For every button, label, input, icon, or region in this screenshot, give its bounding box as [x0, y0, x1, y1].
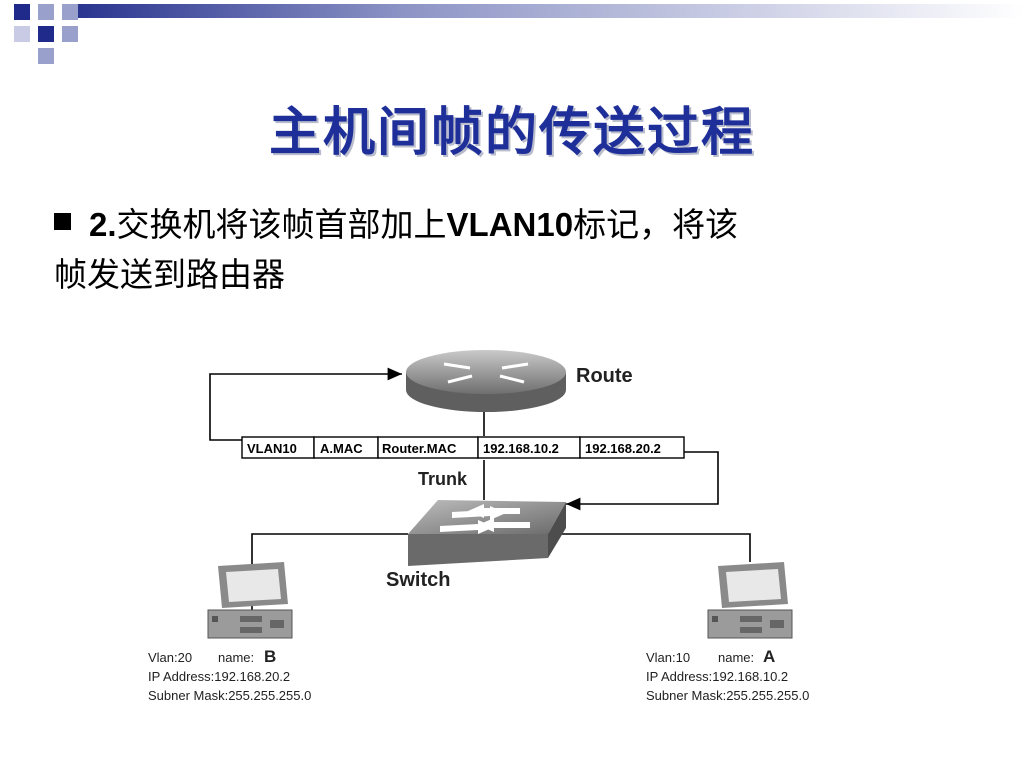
- host-b-mask: Subner Mask:255.255.255.0: [148, 688, 311, 703]
- router-label: Route: [576, 365, 633, 387]
- bullet-text-part2: 标记，将该: [573, 205, 739, 244]
- host-a-vlan: Vlan:10: [646, 650, 690, 665]
- host-a-name: A: [763, 647, 775, 666]
- bullet-text-part1: 交换机将该帧首部加上: [116, 205, 447, 244]
- bullet-number: 2.: [89, 206, 117, 243]
- bullet-text: 2.交换机将该帧首部加上VLAN10标记，将该 帧发送到路由器: [54, 200, 1004, 300]
- network-diagram: Route VLAN10 A.MAC Router.MAC 192.168.10…: [148, 350, 809, 703]
- switch-icon: [408, 500, 566, 566]
- bullet-vlan: VLAN10: [446, 206, 574, 243]
- frame-field-src-ip: 192.168.10.2: [483, 441, 559, 456]
- frame-field-vlan: VLAN10: [247, 441, 297, 456]
- host-b-name-prefix: name:: [218, 650, 254, 665]
- slide-title: 主机间帧的传送过程: [268, 102, 755, 163]
- host-a-name-prefix: name:: [718, 650, 754, 665]
- host-a-info: Vlan:10 name: A IP Address:192.168.10.2 …: [646, 647, 809, 703]
- bullet-text-line2: 帧发送到路由器: [54, 255, 285, 294]
- host-b-name: B: [264, 647, 276, 666]
- host-b-vlan: Vlan:20: [148, 650, 192, 665]
- host-a-mask: Subner Mask:255.255.255.0: [646, 688, 809, 703]
- switch-label: Switch: [386, 569, 450, 591]
- host-a-ip: IP Address:192.168.10.2: [646, 669, 788, 684]
- host-b-info: Vlan:20 name: B IP Address:192.168.20.2 …: [148, 647, 311, 703]
- router-icon: [406, 350, 566, 412]
- host-b-ip: IP Address:192.168.20.2: [148, 669, 290, 684]
- bullet-square-icon: [54, 213, 71, 230]
- pc-a-icon: [707, 562, 793, 639]
- trunk-label: Trunk: [418, 469, 468, 489]
- frame-field-dst-mac: Router.MAC: [382, 441, 457, 456]
- corner-decoration: [14, 4, 1024, 64]
- pc-b-icon: [207, 562, 293, 639]
- frame-header: VLAN10 A.MAC Router.MAC 192.168.10.2 192…: [241, 436, 685, 459]
- frame-field-dst-ip: 192.168.20.2: [585, 441, 661, 456]
- frame-field-src-mac: A.MAC: [320, 441, 363, 456]
